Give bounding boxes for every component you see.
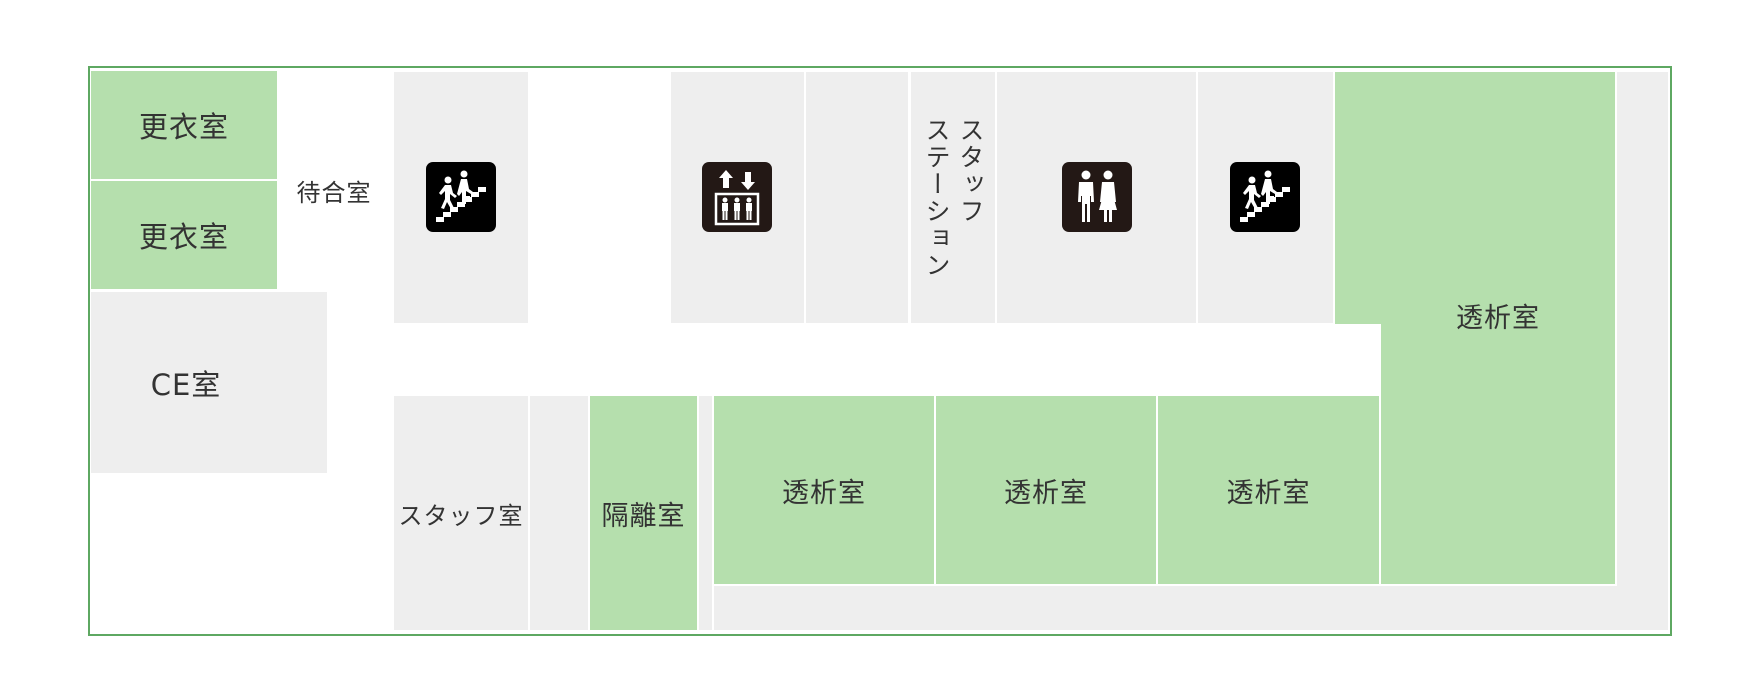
storage-room[interactable] bbox=[530, 396, 588, 630]
dialysis-room-large[interactable]: 透析室 bbox=[1381, 285, 1615, 345]
dialysis-room-3[interactable]: 透析室 bbox=[1158, 396, 1379, 584]
restroom-icon bbox=[1062, 162, 1132, 232]
dialysis-room-2-label: 透析室 bbox=[1004, 477, 1088, 509]
ce-room-label: CE室 bbox=[150, 367, 222, 402]
isolation-room[interactable]: 隔離室 bbox=[590, 396, 697, 630]
stairs-icon bbox=[426, 162, 496, 232]
floor-map-border bbox=[88, 66, 1672, 636]
staff-station-label-line2: ステーション bbox=[922, 116, 951, 279]
waiting-room[interactable]: 待合室 bbox=[279, 150, 389, 230]
changing-room-2-label: 更衣室 bbox=[138, 220, 229, 254]
dialysis-room-1-label: 透析室 bbox=[782, 477, 866, 509]
dialysis-room-3-label: 透析室 bbox=[1226, 477, 1311, 509]
changing-room-2[interactable]: 更衣室 bbox=[91, 181, 277, 289]
staff-station-label: スタッフ ステーション bbox=[919, 117, 987, 279]
ce-room[interactable]: CE室 bbox=[91, 292, 327, 473]
changing-room-1-label: 更衣室 bbox=[138, 110, 229, 144]
bottom-corridor bbox=[714, 586, 1617, 630]
narrow-passage bbox=[699, 396, 712, 630]
staff-room-label: スタッフ室 bbox=[398, 501, 524, 530]
staff-station-label-line1: スタッフ bbox=[956, 116, 985, 225]
stairs-icon bbox=[1230, 162, 1300, 232]
dialysis-room-2[interactable]: 透析室 bbox=[936, 396, 1156, 584]
dialysis-room-large-top[interactable] bbox=[1335, 72, 1615, 324]
isolation-room-label: 隔離室 bbox=[601, 500, 686, 532]
empty-room[interactable] bbox=[806, 72, 908, 323]
staff-room[interactable]: スタッフ室 bbox=[394, 396, 528, 630]
dialysis-room-large-label: 透析室 bbox=[1456, 302, 1540, 334]
changing-room-1[interactable]: 更衣室 bbox=[91, 71, 277, 179]
dialysis-room-large-bottom[interactable] bbox=[1381, 322, 1615, 584]
staff-station[interactable]: スタッフ ステーション bbox=[911, 72, 995, 323]
waiting-room-label: 待合室 bbox=[296, 178, 372, 207]
elevator-icon bbox=[702, 162, 772, 232]
right-corridor bbox=[1617, 72, 1668, 630]
dialysis-room-1[interactable]: 透析室 bbox=[714, 396, 934, 584]
